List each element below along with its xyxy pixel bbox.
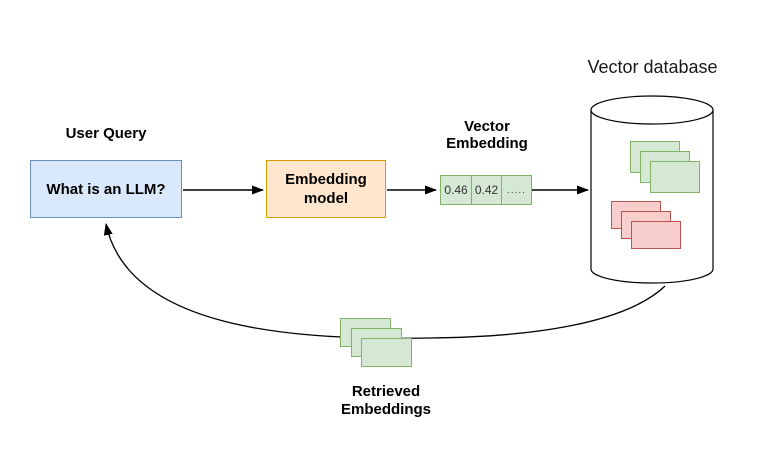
vector-value-cell: 0.42 xyxy=(471,176,501,204)
embedding-model-node: Embedding model xyxy=(266,160,386,218)
embedding-card xyxy=(361,338,412,367)
database-red-embedding-stack xyxy=(611,201,681,249)
retrieved-embeddings-label: Retrieved Embeddings xyxy=(340,383,431,418)
embedding-card xyxy=(650,161,700,193)
user-query-node: What is an LLM? xyxy=(30,160,182,218)
user-query-text: What is an LLM? xyxy=(46,180,166,198)
user-query-label: User Query xyxy=(65,125,147,142)
vector-database-cylinder-body xyxy=(590,110,714,284)
vector-database-label: Vector database xyxy=(587,57,718,77)
retrieved-embeddings-stack xyxy=(340,318,412,367)
vector-embedding-node: 0.46 0.42 ..... xyxy=(440,175,532,205)
embedding-model-text: Embedding model xyxy=(285,171,367,207)
embedding-card xyxy=(631,221,681,249)
database-green-embedding-stack xyxy=(630,141,700,193)
vector-ellipsis-cell: ..... xyxy=(501,176,531,204)
vector-value-cell: 0.46 xyxy=(444,183,468,197)
vector-embedding-label: Vector Embedding xyxy=(446,118,528,152)
vector-database-cylinder-top xyxy=(590,95,714,125)
